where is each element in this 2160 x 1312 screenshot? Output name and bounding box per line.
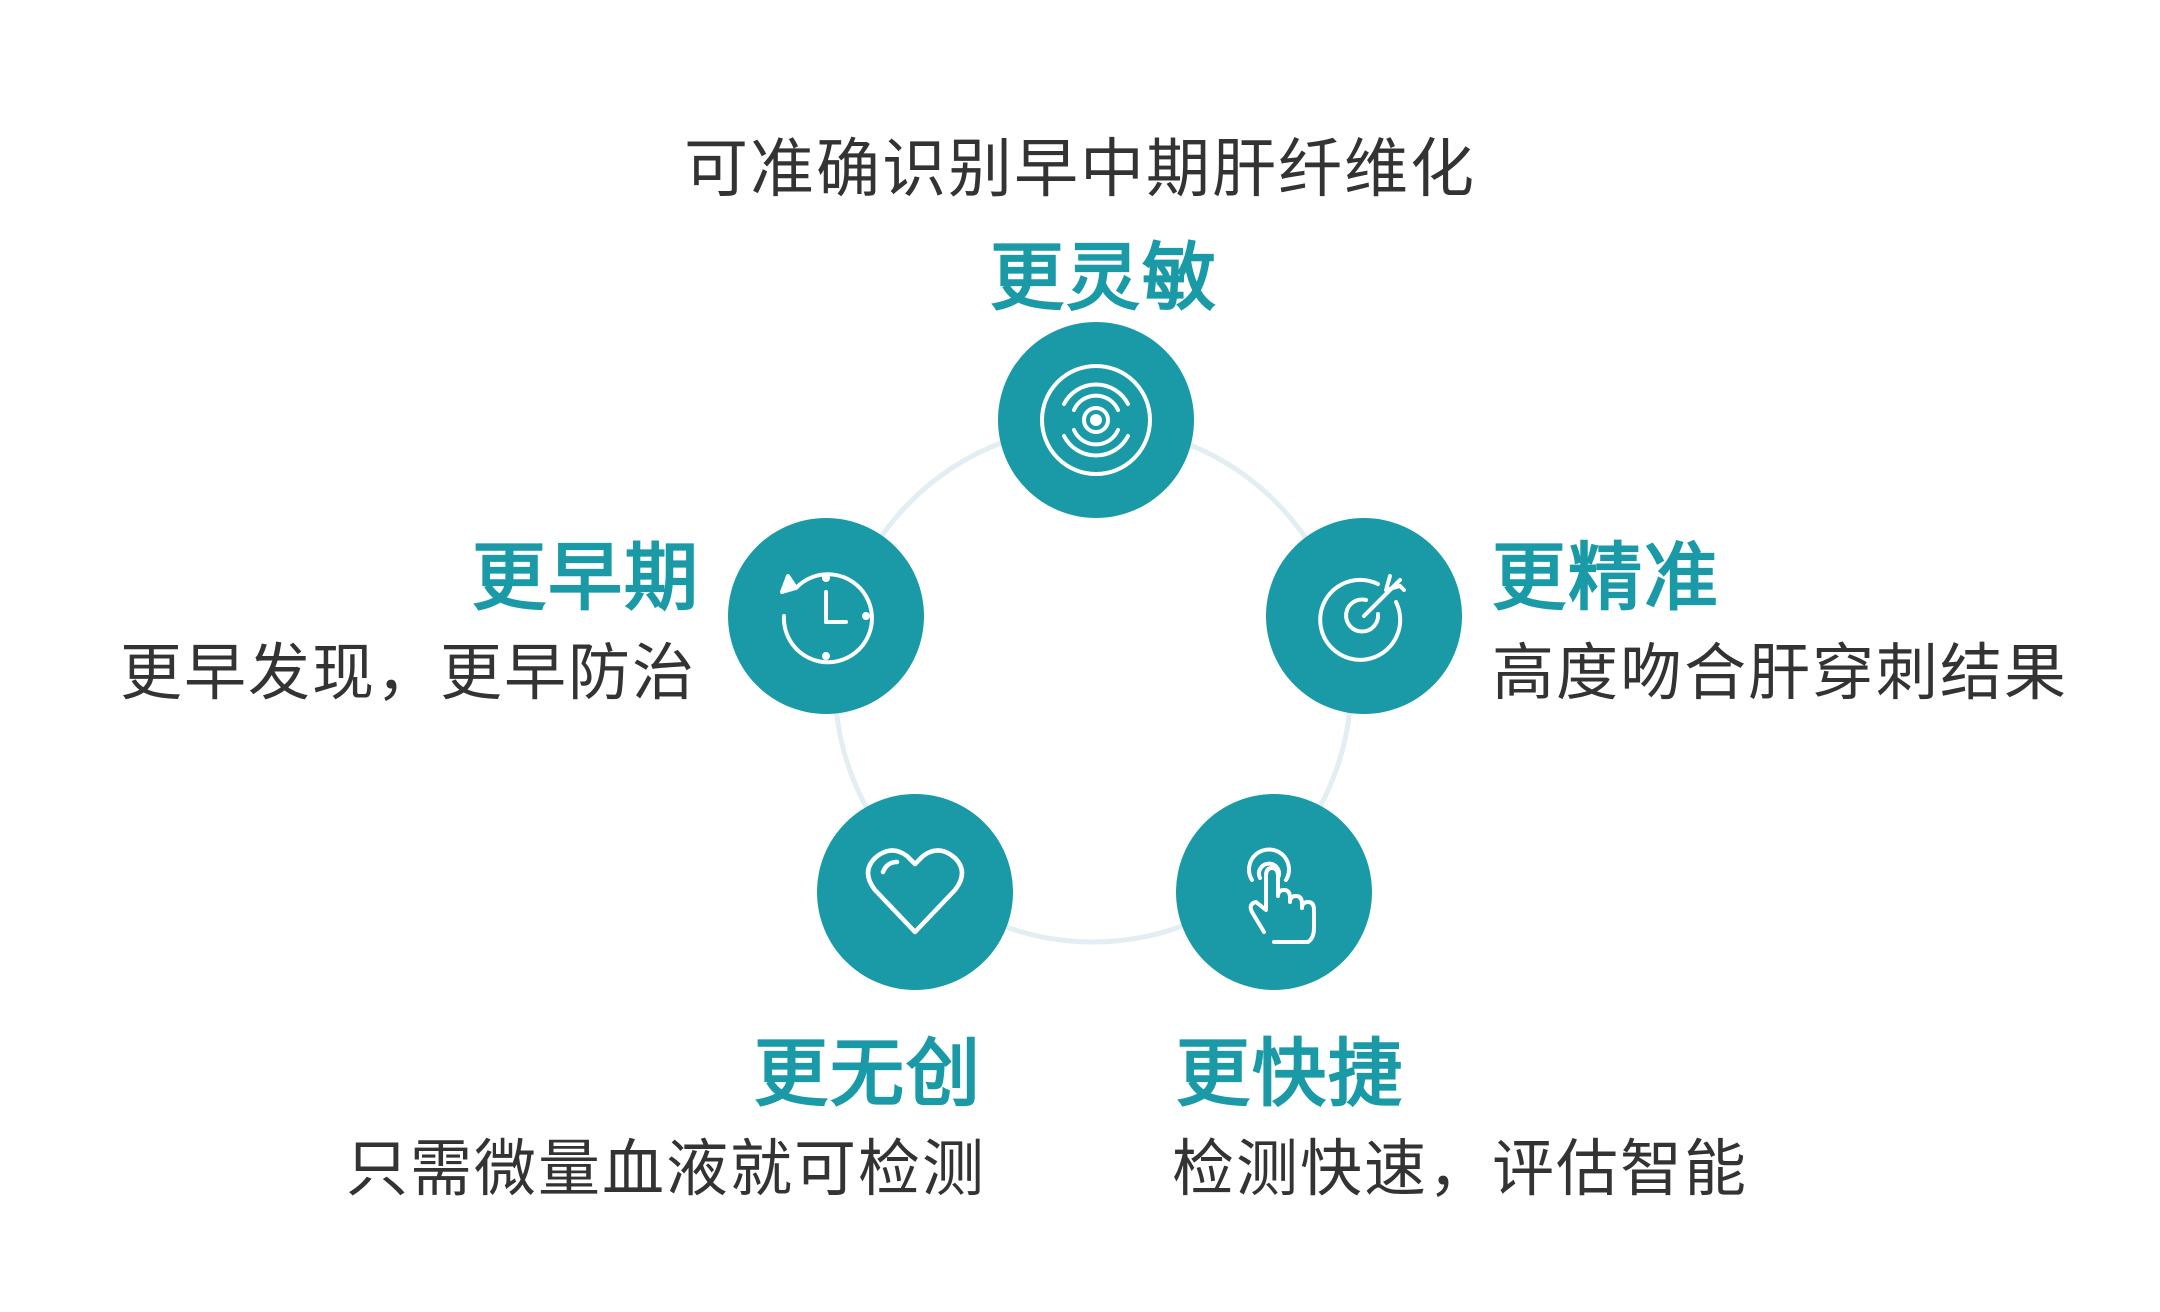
node-desc-right: 高度吻合肝穿刺结果 — [1492, 636, 2069, 709]
target-icon — [1318, 574, 1406, 662]
node-circle-right — [1266, 518, 1462, 714]
heart-icon — [865, 848, 965, 935]
clock-icon — [780, 572, 874, 665]
node-title-bottom-left: 更无创 — [754, 1031, 982, 1117]
node-circle-bottom-right — [1176, 794, 1372, 990]
node-title-bottom-right: 更快捷 — [1176, 1031, 1404, 1117]
node-circle-top — [998, 322, 1194, 518]
node-title-left: 更早期 — [472, 535, 700, 621]
touch-icon — [1247, 847, 1316, 944]
radar-icon — [1040, 364, 1152, 476]
node-desc-bottom-right: 检测快速，评估智能 — [1172, 1132, 1749, 1205]
node-title-top: 更灵敏 — [990, 235, 1218, 321]
node-circle-bottom-left — [817, 794, 1013, 990]
node-desc-left: 更早发现，更早防治 — [119, 636, 696, 709]
node-circle-left — [728, 518, 924, 714]
diagram-subtitle: 可准确识别早中期肝纤维化 — [684, 133, 1476, 207]
node-desc-bottom-left: 只需微量血液就可检测 — [345, 1132, 986, 1205]
node-title-right: 更精准 — [1492, 535, 1720, 621]
